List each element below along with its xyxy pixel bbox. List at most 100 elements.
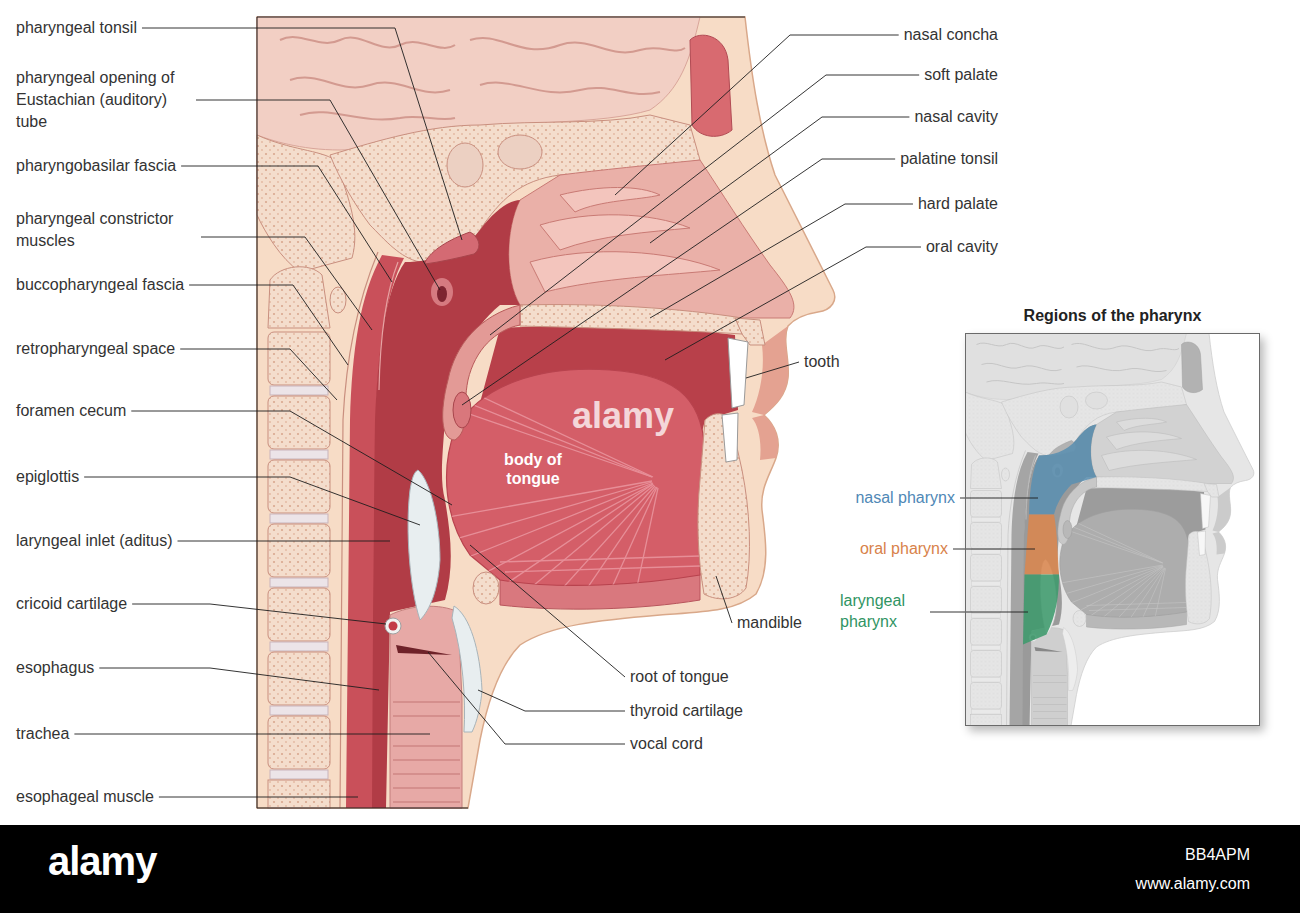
gyrus bbox=[300, 112, 455, 119]
vertebral-body bbox=[268, 396, 330, 449]
disc bbox=[270, 770, 328, 779]
leader-line bbox=[462, 159, 895, 405]
anatomy-label: buccopharyngeal fascia bbox=[16, 274, 184, 296]
inset-frame: Regions of the pharynx bbox=[965, 333, 1260, 726]
anatomy-label: hard palate bbox=[918, 193, 998, 215]
pharynx-region-label: nasal pharynx bbox=[855, 487, 955, 509]
middle-concha bbox=[540, 215, 690, 250]
leader-line bbox=[650, 117, 909, 243]
figure-frame bbox=[257, 17, 745, 808]
buccopharyngeal-fascia-line bbox=[340, 252, 378, 808]
stock-url: www.alamy.com bbox=[1136, 874, 1250, 894]
anatomy-label: oral cavity bbox=[926, 236, 998, 258]
vertebral-column bbox=[268, 267, 346, 808]
anatomy-label: soft palate bbox=[924, 64, 998, 86]
leader-line bbox=[490, 75, 919, 335]
leader-line bbox=[189, 285, 348, 365]
gyrus bbox=[480, 83, 660, 95]
anatomy-label: pharyngeal constrictor muscles bbox=[16, 208, 196, 252]
cricoid-core bbox=[389, 622, 398, 631]
anatomy-label: nasal cavity bbox=[914, 106, 998, 128]
palatine-tonsil bbox=[453, 392, 471, 428]
vertebral-body bbox=[268, 716, 330, 769]
epiglottis bbox=[408, 470, 440, 620]
anatomy-label: pharyngeal opening of Eustachian (audito… bbox=[16, 67, 191, 133]
anatomy-label: thyroid cartilage bbox=[630, 700, 743, 722]
tongue-fibres bbox=[443, 387, 700, 695]
leader-line bbox=[180, 349, 337, 400]
pharyngeal-tonsil bbox=[425, 232, 479, 264]
leader-line bbox=[196, 100, 440, 290]
upper-incisor bbox=[728, 338, 748, 408]
anatomy-label: tooth bbox=[804, 351, 840, 373]
gyrus bbox=[290, 78, 450, 93]
hyoid-bone bbox=[473, 572, 499, 604]
anatomy-label: vocal cord bbox=[630, 733, 703, 755]
stock-logo: alamy bbox=[48, 838, 156, 884]
anatomy-label: laryngeal inlet (aditus) bbox=[16, 530, 173, 552]
inset-figure bbox=[965, 333, 1260, 726]
illustration-part bbox=[965, 333, 1254, 726]
leader-line bbox=[960, 498, 1038, 499]
larynx-trachea bbox=[390, 606, 462, 808]
leader-line bbox=[201, 237, 372, 330]
inset-title: Regions of the pharynx bbox=[966, 306, 1259, 326]
anatomy-label: pharyngeal tonsil bbox=[16, 17, 137, 39]
tracheal-ring bbox=[393, 787, 460, 789]
pharyngobasilar-fascia-line bbox=[379, 262, 398, 390]
leader-line bbox=[478, 690, 625, 711]
leader-line bbox=[746, 362, 799, 378]
tongue-fibre bbox=[491, 485, 654, 621]
lower-incisor bbox=[722, 413, 738, 462]
leader-line bbox=[132, 604, 386, 624]
leader-line bbox=[716, 576, 732, 623]
tongue-fibre bbox=[570, 487, 657, 681]
tongue-fibre bbox=[614, 488, 658, 695]
vocal-cord bbox=[396, 645, 452, 655]
disc bbox=[270, 386, 328, 395]
superior-concha bbox=[560, 188, 660, 213]
tracheal-ring bbox=[393, 801, 460, 803]
tongue-fibre bbox=[537, 487, 656, 662]
pharynx-region-label: laryngeal pharynx bbox=[840, 590, 925, 632]
leader-line bbox=[131, 411, 452, 505]
leader-line bbox=[428, 652, 625, 744]
disc bbox=[270, 578, 328, 587]
tongue-fibre bbox=[505, 566, 700, 572]
vertebral-body bbox=[268, 652, 330, 705]
cricoid-ring bbox=[385, 618, 401, 634]
disc bbox=[270, 450, 328, 459]
inset-head bbox=[965, 333, 1254, 726]
leader-line bbox=[181, 166, 392, 282]
eustachian-opening bbox=[437, 286, 447, 302]
anatomy-label: retropharyngeal space bbox=[16, 338, 175, 360]
anatomy-label: esophageal muscle bbox=[16, 786, 154, 808]
stock-banner bbox=[0, 825, 1300, 913]
anatomy-label: cricoid cartilage bbox=[16, 593, 127, 615]
anatomy-label: foramen cecum bbox=[16, 400, 126, 422]
image-id: BB4APM bbox=[1185, 845, 1250, 865]
tracheal-ring bbox=[393, 745, 460, 747]
leader-line bbox=[84, 477, 420, 525]
leader-line bbox=[159, 797, 358, 798]
torus-tubarius bbox=[431, 278, 453, 306]
sphenoid-sinus bbox=[498, 135, 542, 169]
vertebral-body bbox=[268, 524, 330, 577]
nasal-cavity bbox=[509, 160, 794, 318]
laryngeal-pharynx-region bbox=[1023, 575, 1059, 645]
mandible bbox=[698, 414, 750, 599]
region-label: body of tongue bbox=[498, 450, 568, 488]
soft-palate bbox=[443, 305, 520, 440]
tongue bbox=[447, 369, 707, 585]
gyrus bbox=[280, 37, 455, 48]
disc bbox=[270, 706, 328, 715]
anatomy-label: palatine tonsil bbox=[900, 148, 998, 170]
tongue-fibre bbox=[456, 483, 653, 562]
sphenoid-sinus bbox=[447, 143, 483, 187]
thyroid-cartilage bbox=[452, 606, 482, 732]
anatomy-label: pharyngobasilar fascia bbox=[16, 155, 176, 177]
leader-line bbox=[178, 541, 390, 542]
